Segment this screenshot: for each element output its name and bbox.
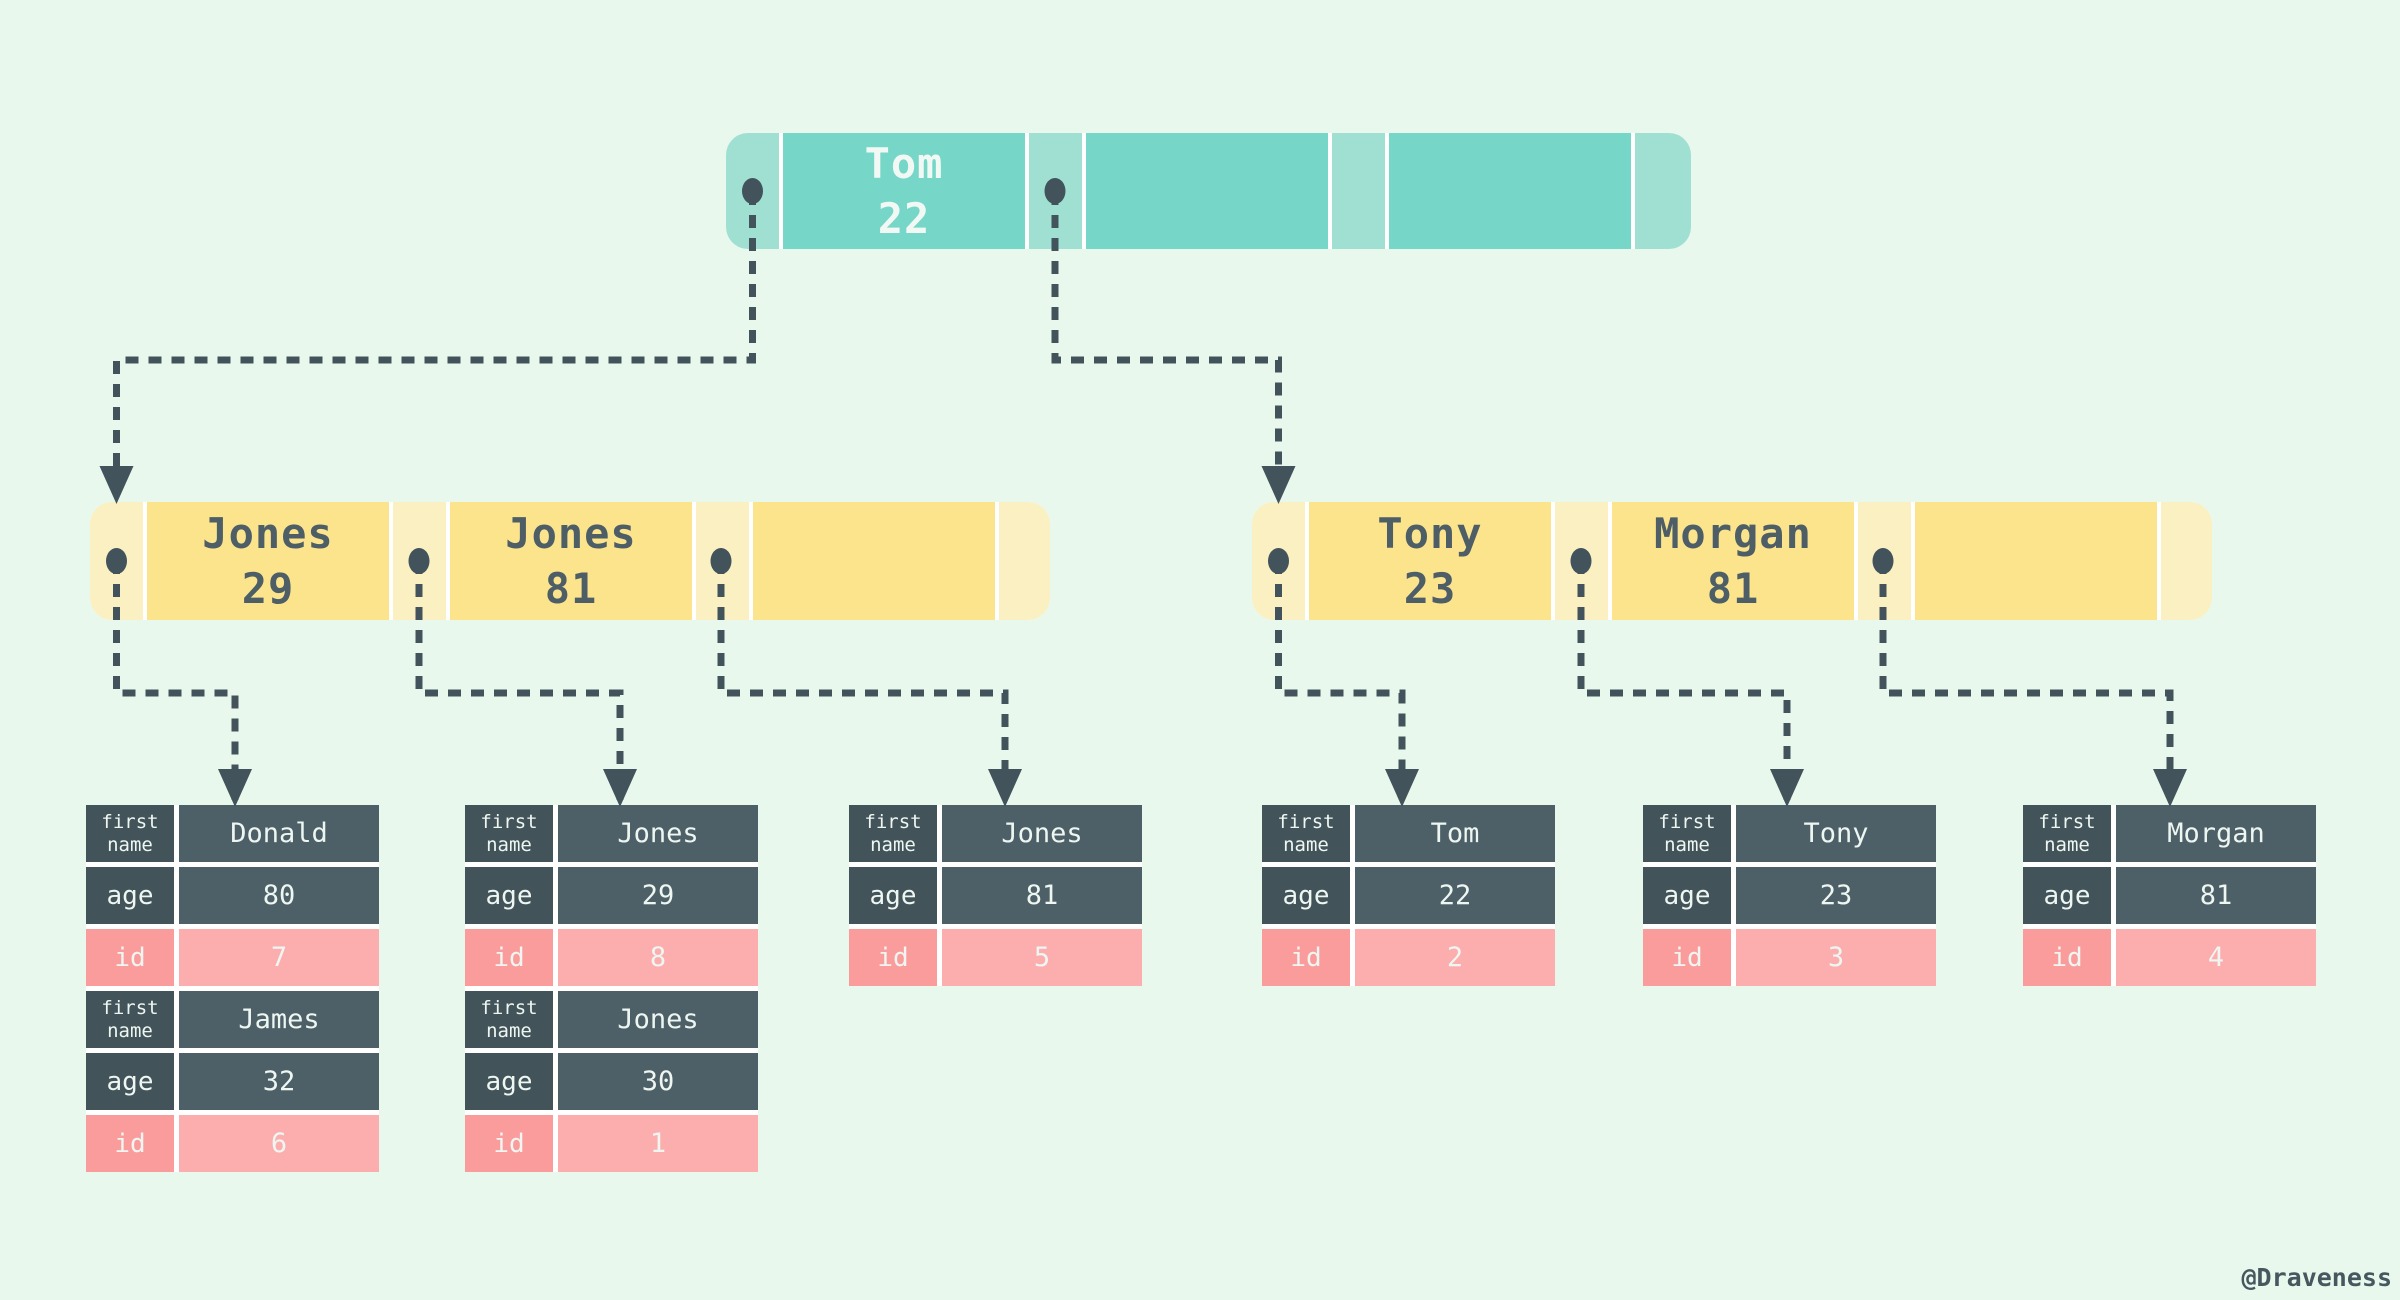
field-label-cell: first name xyxy=(465,805,553,862)
field-value-cell: 81 xyxy=(942,867,1142,924)
pointer-cell xyxy=(1332,133,1385,249)
key-cell: Jones 81 xyxy=(450,502,692,620)
field-value-cell: Tony xyxy=(1736,805,1936,862)
key-cell: Tom 22 xyxy=(783,133,1025,249)
field-value-cell: 23 xyxy=(1736,867,1936,924)
key-age: 29 xyxy=(241,564,295,613)
arrow-head-icon xyxy=(1385,769,1419,807)
field-value-cell: James xyxy=(179,991,379,1048)
node-end-cap xyxy=(1635,133,1691,249)
field-value-cell: 32 xyxy=(179,1053,379,1110)
field-label-cell: id xyxy=(465,929,553,986)
key-cell: Jones 29 xyxy=(147,502,389,620)
pointer-cell xyxy=(1029,133,1082,249)
pointer-cell xyxy=(696,502,749,620)
key-name: Jones xyxy=(202,509,334,558)
pointer-cell xyxy=(726,133,779,249)
pointer-cell xyxy=(1858,502,1911,620)
field-value-cell: Tom xyxy=(1355,805,1555,862)
key-cell: Morgan 81 xyxy=(1612,502,1854,620)
pointer-cell xyxy=(393,502,446,620)
arrow-head-icon xyxy=(603,769,637,807)
field-label-cell: age xyxy=(1262,867,1350,924)
field-value-cell: 22 xyxy=(1355,867,1555,924)
field-value-cell: 5 xyxy=(942,929,1142,986)
arrow-head-icon xyxy=(218,769,252,807)
field-value-cell: Jones xyxy=(558,805,758,862)
field-label-cell: age xyxy=(465,1053,553,1110)
btree-root-node: Tom 22 xyxy=(726,133,1691,249)
node-end-cap xyxy=(999,502,1050,620)
key-cell: Tony 23 xyxy=(1309,502,1551,620)
record-table-4: first name Tom age 22 id 2 xyxy=(1262,805,1555,986)
field-label-cell: first name xyxy=(1643,805,1731,862)
field-value-cell: Jones xyxy=(558,991,758,1048)
field-value-cell: 30 xyxy=(558,1053,758,1110)
record-table-6: first name Morgan age 81 id 4 xyxy=(2023,805,2316,986)
key-name: Morgan xyxy=(1654,509,1812,558)
arrow-head-icon xyxy=(1770,769,1804,807)
record-table-2: first name Jones age 29 id 8 first name … xyxy=(465,805,758,1172)
connector-root-to-left-node xyxy=(113,192,756,496)
pointer-cell xyxy=(1555,502,1608,620)
key-age: 22 xyxy=(877,194,931,243)
field-label-cell: id xyxy=(465,1115,553,1172)
key-age: 81 xyxy=(544,564,598,613)
btree-left-node: Jones 29 Jones 81 xyxy=(90,502,1050,620)
pointer-cell xyxy=(1252,502,1305,620)
field-value-cell: Jones xyxy=(942,805,1142,862)
field-label-cell: first name xyxy=(86,805,174,862)
field-value-cell: 80 xyxy=(179,867,379,924)
key-age: 23 xyxy=(1403,564,1457,613)
field-value-cell: Donald xyxy=(179,805,379,862)
key-name: Tony xyxy=(1377,509,1483,558)
watermark: @Draveness xyxy=(2241,1263,2392,1292)
btree-right-node: Tony 23 Morgan 81 xyxy=(1252,502,2212,620)
field-label-cell: first name xyxy=(86,991,174,1048)
field-label-cell: id xyxy=(86,929,174,986)
field-label-cell: age xyxy=(2023,867,2111,924)
field-value-cell: 81 xyxy=(2116,867,2316,924)
arrow-head-icon xyxy=(2153,769,2187,807)
field-label-cell: id xyxy=(1262,929,1350,986)
key-name: Tom xyxy=(864,139,944,188)
key-age: 81 xyxy=(1706,564,1760,613)
field-label-cell: first name xyxy=(465,991,553,1048)
field-label-cell: id xyxy=(2023,929,2111,986)
field-label-cell: id xyxy=(86,1115,174,1172)
field-value-cell: 2 xyxy=(1355,929,1555,986)
record-table-5: first name Tony age 23 id 3 xyxy=(1643,805,1936,986)
field-label-cell: age xyxy=(1643,867,1731,924)
field-label-cell: id xyxy=(1643,929,1731,986)
arrow-head-icon xyxy=(1261,466,1296,504)
field-label-cell: age xyxy=(849,867,937,924)
field-label-cell: age xyxy=(86,1053,174,1110)
key-cell xyxy=(753,502,995,620)
record-table-3: first name Jones age 81 id 5 xyxy=(849,805,1142,986)
field-value-cell: Morgan xyxy=(2116,805,2316,862)
field-label-cell: first name xyxy=(1262,805,1350,862)
field-label-cell: age xyxy=(465,867,553,924)
field-value-cell: 3 xyxy=(1736,929,1936,986)
key-cell xyxy=(1915,502,2157,620)
field-value-cell: 1 xyxy=(558,1115,758,1172)
key-cell xyxy=(1389,133,1631,249)
field-value-cell: 29 xyxy=(558,867,758,924)
key-cell xyxy=(1086,133,1328,249)
pointer-cell xyxy=(90,502,143,620)
field-label-cell: first name xyxy=(849,805,937,862)
field-value-cell: 8 xyxy=(558,929,758,986)
record-table-1: first name Donald age 80 id 7 first name… xyxy=(86,805,379,1172)
field-value-cell: 6 xyxy=(179,1115,379,1172)
field-label-cell: age xyxy=(86,867,174,924)
field-label-cell: first name xyxy=(2023,805,2111,862)
arrow-head-icon xyxy=(988,769,1022,807)
field-value-cell: 7 xyxy=(179,929,379,986)
node-end-cap xyxy=(2161,502,2212,620)
field-label-cell: id xyxy=(849,929,937,986)
key-name: Jones xyxy=(505,509,637,558)
field-value-cell: 4 xyxy=(2116,929,2316,986)
arrow-head-icon xyxy=(99,466,134,504)
